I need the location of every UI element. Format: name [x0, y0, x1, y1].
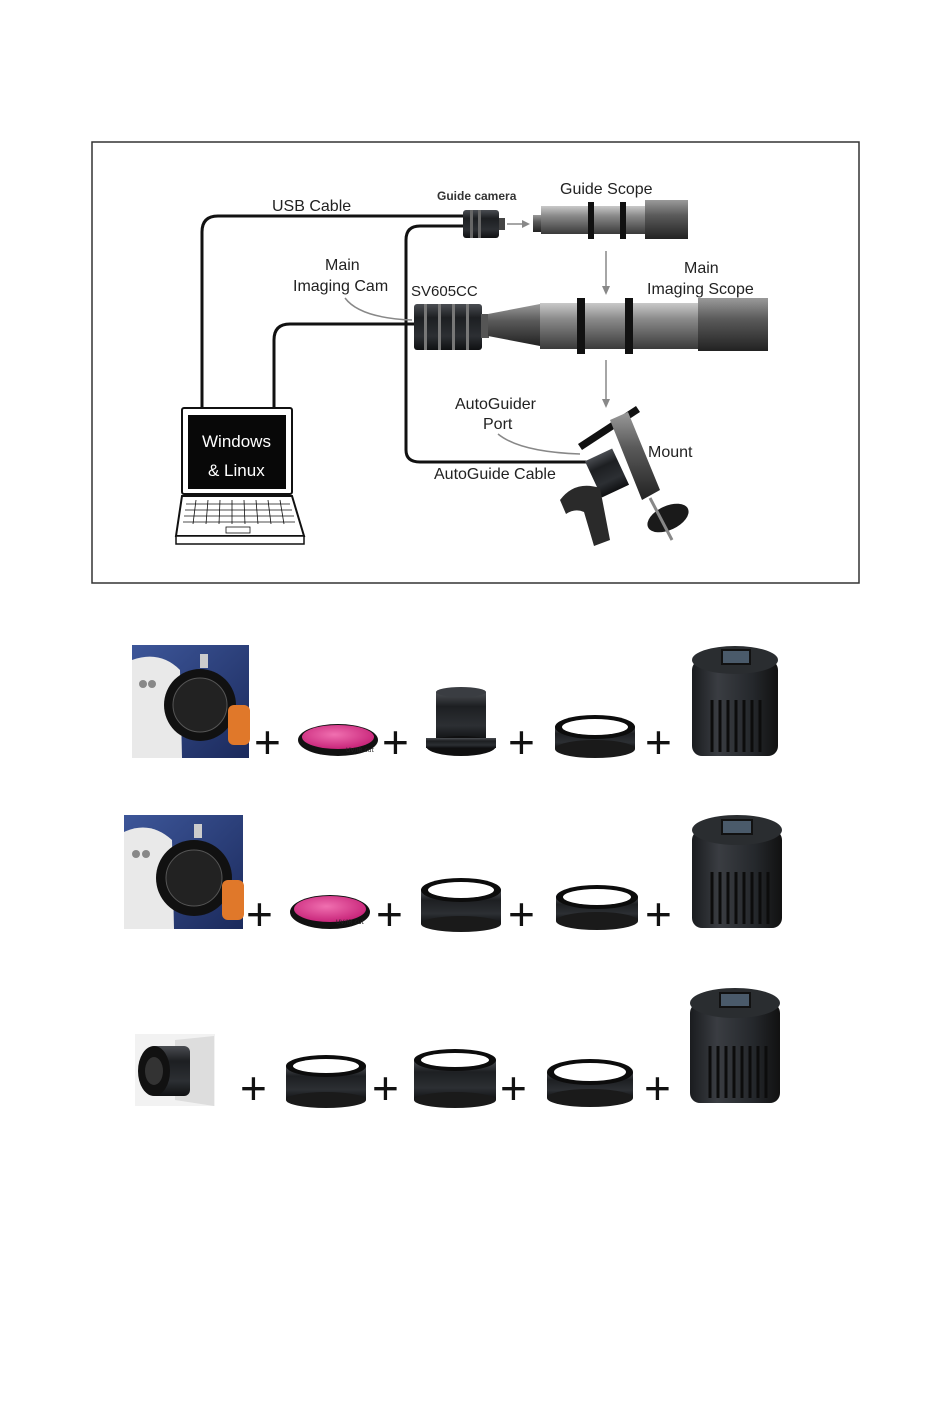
main-imaging-scope [488, 298, 768, 354]
extension-ring [556, 885, 638, 930]
label-os-1: Windows [202, 432, 271, 451]
t-adapter-with-flange [426, 687, 496, 756]
adapter-ring-tall [421, 878, 501, 932]
combo-row-3: + + + + [135, 988, 780, 1114]
plus-sign: + [240, 1062, 267, 1114]
plus-sign: + [645, 716, 672, 768]
arrow-guide-to-main [602, 251, 610, 295]
extension-ring [555, 715, 635, 758]
plus-sign: + [645, 888, 672, 940]
plus-sign: + [376, 888, 403, 940]
adapter-ring-tall [286, 1055, 366, 1108]
lens-focuser-photo [135, 1034, 215, 1106]
plus-sign: + [508, 888, 535, 940]
mount [560, 406, 693, 546]
filter-label: UV/IR cut [346, 747, 374, 754]
filter-label: UV/IR cut [336, 919, 364, 926]
label-mount: Mount [648, 444, 693, 461]
guide-camera [463, 210, 505, 238]
plus-sign: + [372, 1062, 399, 1114]
label-main-imaging-scope-1: Main [684, 260, 719, 277]
label-os-2: & Linux [208, 461, 265, 480]
plus-sign: + [246, 888, 273, 940]
telescope-focuser-photo [124, 815, 244, 929]
label-autoguider-port-1: AutoGuider [455, 396, 537, 413]
plus-sign: + [644, 1062, 671, 1114]
label-autoguide-cable: AutoGuide Cable [434, 466, 556, 483]
label-guide-scope: Guide Scope [560, 181, 653, 198]
label-main-imaging-cam-1: Main [325, 257, 360, 274]
plus-sign: + [508, 716, 535, 768]
label-autoguider-port-2: Port [483, 416, 513, 433]
label-model: SV605CC [411, 283, 478, 300]
combo-row-2: + UV/IR cut + + + [124, 815, 782, 940]
usb-cable-main [274, 324, 415, 410]
arrow-main-to-mount [602, 360, 610, 408]
combo-row-1: + UV/IR cut + + + [132, 645, 778, 768]
uv-ir-cut-filter: UV/IR cut [298, 724, 378, 756]
guide-scope [533, 200, 688, 239]
extension-ring [547, 1059, 633, 1107]
adapter-ring-tall [414, 1049, 496, 1108]
plus-sign: + [382, 716, 409, 768]
sv605cc-camera [690, 988, 780, 1103]
sv605cc-camera [692, 815, 782, 928]
main-imaging-camera [414, 304, 489, 350]
plus-sign: + [500, 1062, 527, 1114]
telescope-focuser-photo [132, 645, 250, 758]
arrow-to-guide-scope [507, 220, 530, 228]
label-main-imaging-scope-2: Imaging Scope [647, 281, 754, 298]
label-guide-camera: Guide camera [437, 189, 517, 203]
label-main-imaging-cam-2: Imaging Cam [293, 278, 388, 295]
label-usb-cable: USB Cable [272, 198, 351, 215]
sv605cc-camera [692, 646, 778, 756]
uv-ir-cut-filter: UV/IR cut [290, 895, 370, 929]
plus-sign: + [254, 716, 281, 768]
